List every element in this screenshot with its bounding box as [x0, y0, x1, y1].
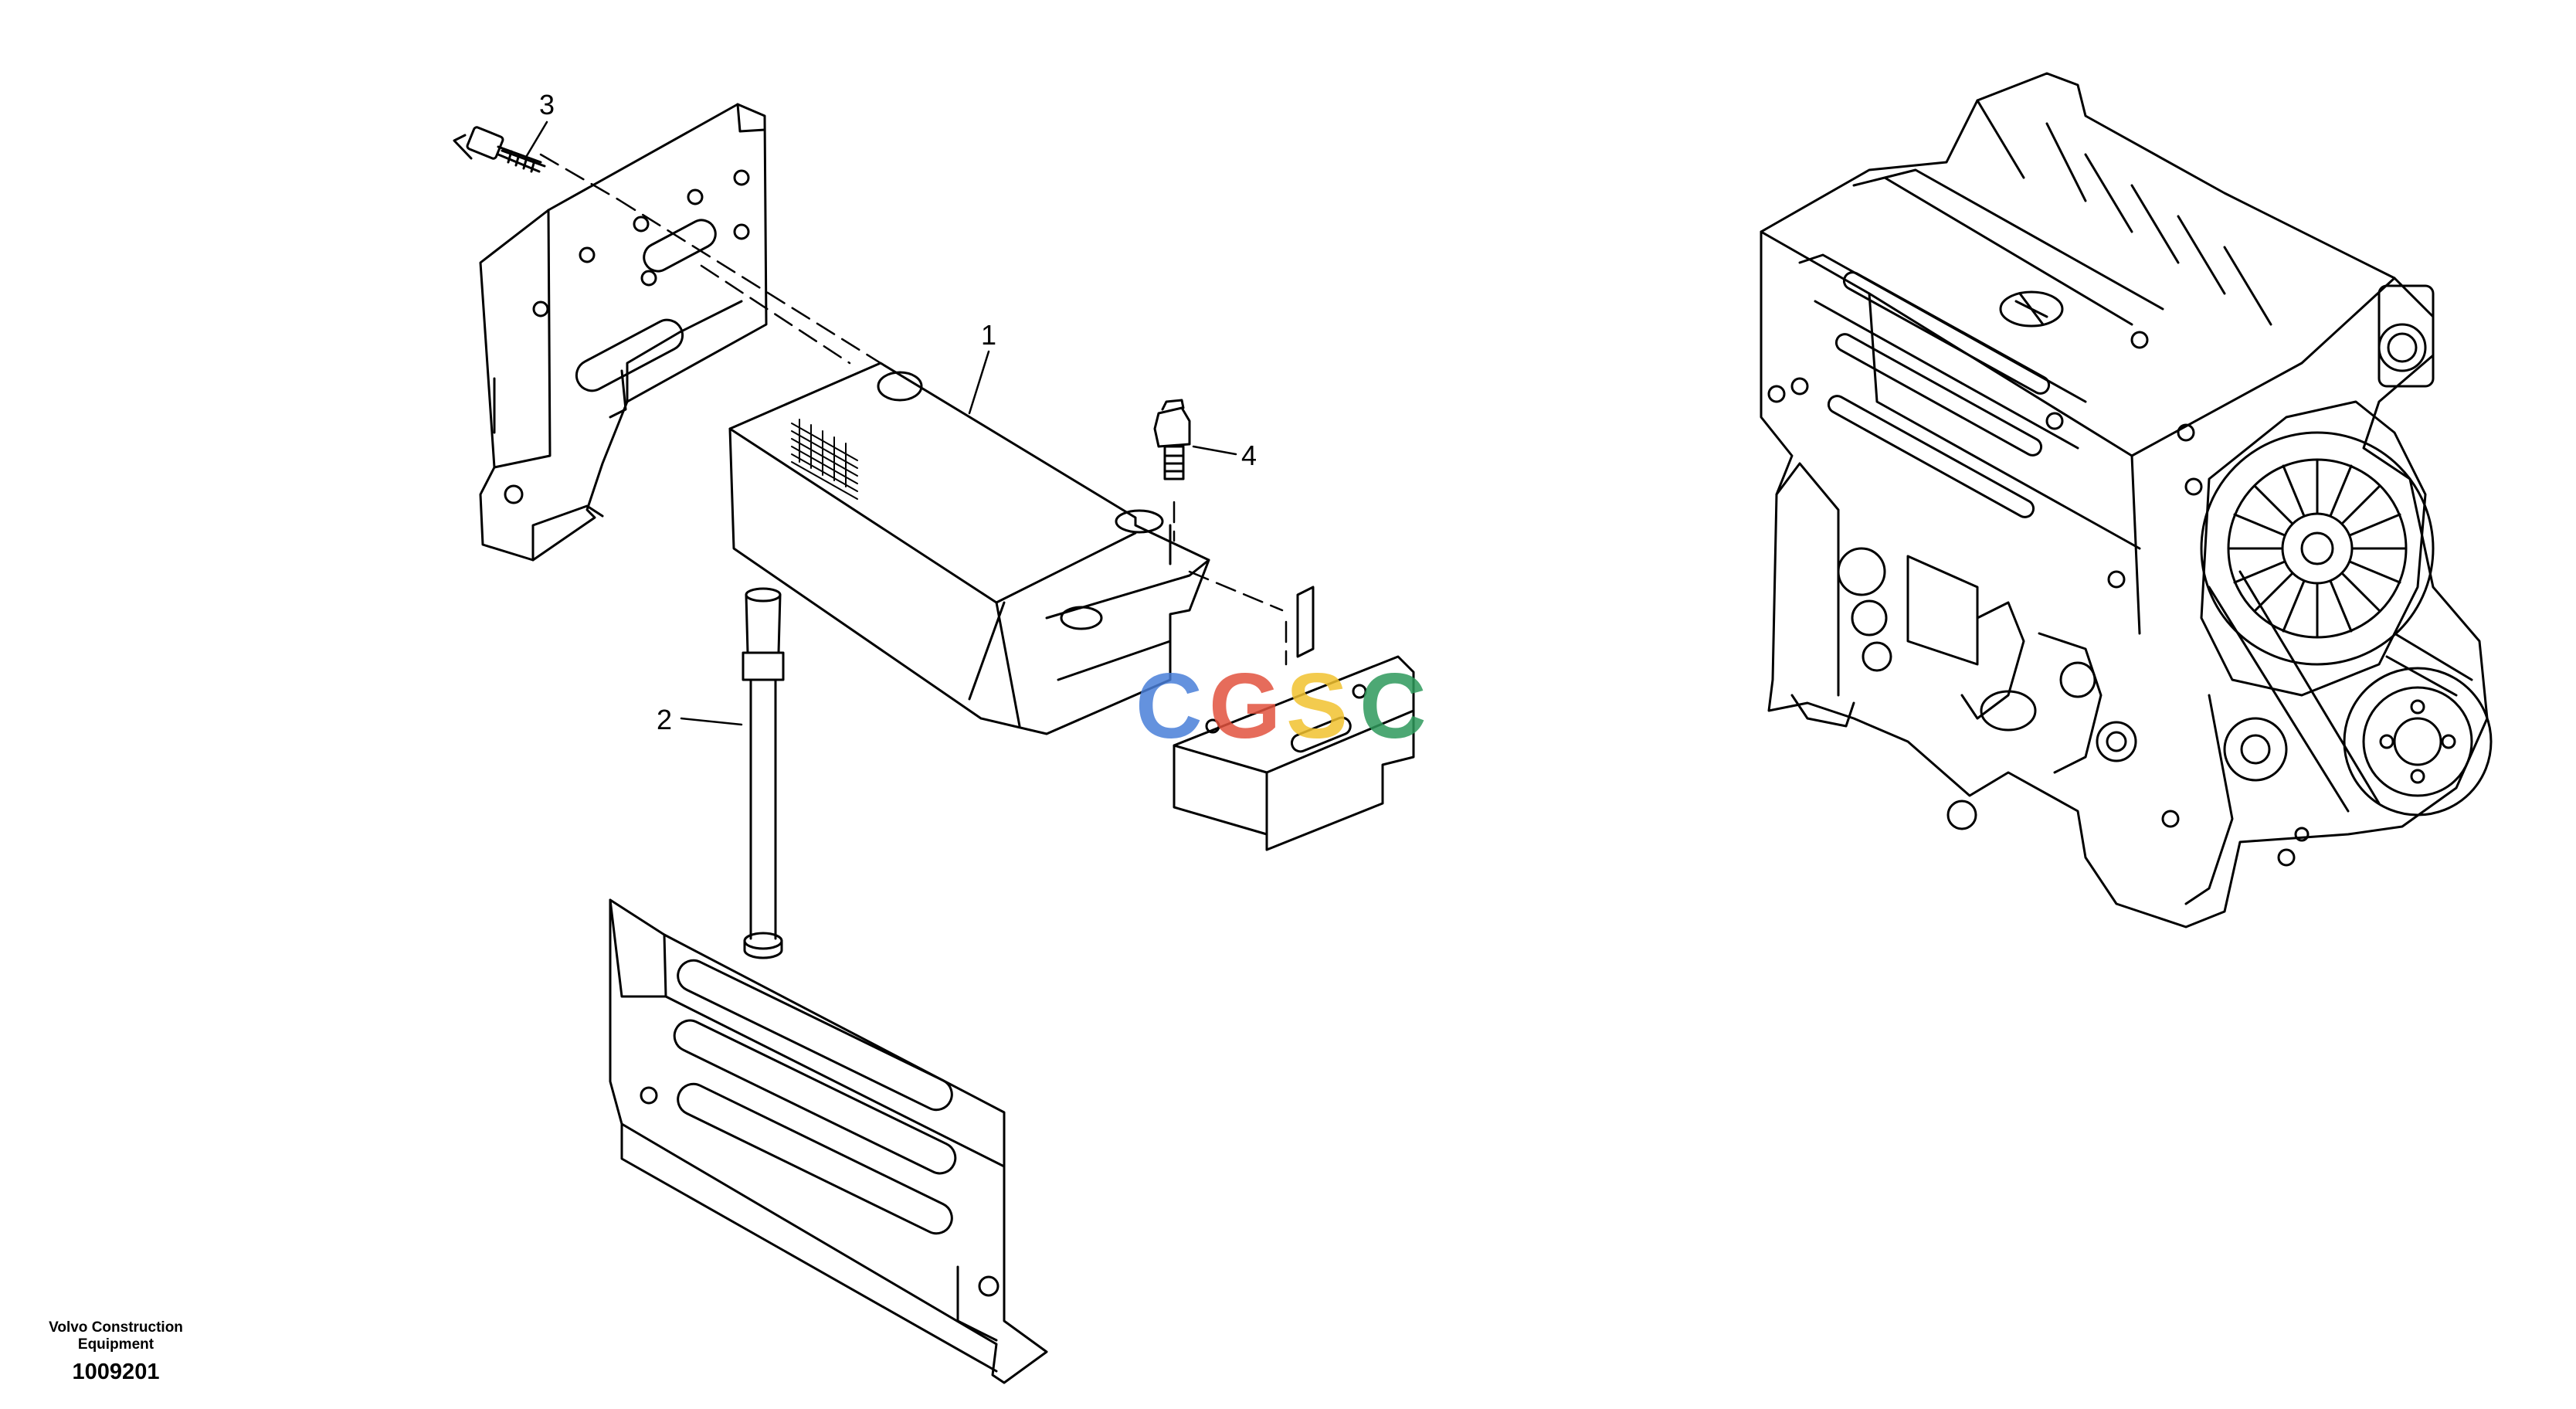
leader-lines: [524, 121, 1237, 726]
watermark-letter: C: [1359, 654, 1427, 758]
callout-1: 1: [981, 319, 996, 351]
callout-2: 2: [657, 704, 672, 735]
sensor-bolt-part-3: [453, 126, 546, 173]
banjo-bolt-part-4: [1153, 399, 1191, 480]
watermark-letter: G: [1209, 654, 1281, 758]
watermark-letter: S: [1286, 654, 1348, 758]
company-name-line-1: Volvo Construction: [49, 1319, 183, 1336]
watermark-letter: C: [1135, 654, 1203, 758]
callout-3: 3: [539, 89, 555, 121]
watermark-logo: C G S C: [1135, 654, 1427, 758]
company-name-line-2: Equipment: [77, 1336, 154, 1353]
drawing-number: 1009201: [72, 1360, 160, 1384]
callout-4: 4: [1241, 440, 1257, 471]
oil-filter-part-1: [728, 362, 1210, 735]
filter-label-hatching: [791, 419, 858, 500]
lower-guard-plate: [609, 898, 1048, 1384]
upper-mounting-bracket: [479, 103, 768, 562]
filter-mounting-base: [1173, 586, 1415, 851]
assembly-lines: [539, 153, 1288, 666]
dipstick-tube-part-2: [742, 587, 785, 959]
company-name: Volvo Construction Equipment: [31, 1319, 201, 1353]
engine-illustration: [1760, 72, 2493, 929]
